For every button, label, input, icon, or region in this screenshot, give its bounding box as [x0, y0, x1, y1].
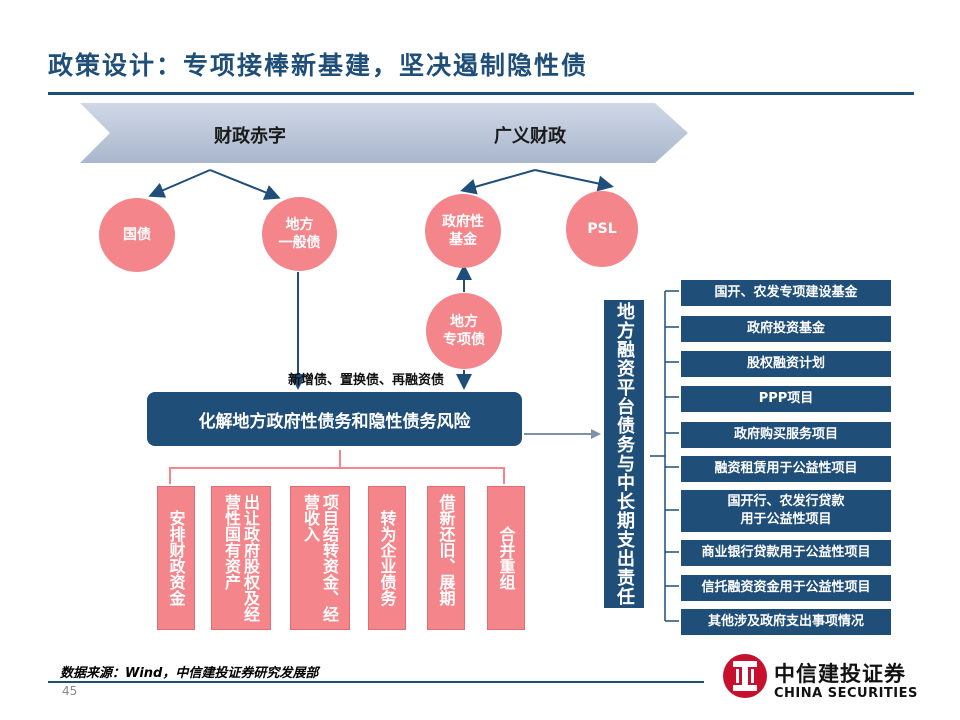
logo-mark [723, 654, 767, 698]
circle-local-general-bond: 地方 一般债 [262, 197, 337, 271]
data-source-note: 数据来源：Wind，中信建投证券研究发展部 [60, 666, 319, 681]
measure-label: 合并重组 [496, 526, 516, 590]
circle-local-special-bond: 地方 专项债 [426, 293, 502, 369]
bond-types-label: 新增债、置换债、再融资债 [288, 373, 445, 388]
debt-item: 股权融资计划 [681, 351, 891, 377]
debt-item: 国开行、农发行贷款 用于公益性项目 [681, 490, 891, 532]
debt-item: 国开、农发专项建设基金 [681, 280, 891, 306]
measure-box: 安排财政资金 [157, 486, 195, 630]
measure-box: 转为企业债务 [368, 486, 406, 630]
debt-item: 商业银行贷款用于公益性项目 [681, 540, 891, 566]
circle-national-bond: 国债 [99, 198, 175, 272]
measure-label: 出让政府股权及经营性国有资产 [222, 494, 260, 622]
debt-item: 融资租赁用于公益性项目 [681, 456, 891, 482]
platform-debt-title: 地方融资平台债务与中长期支出责任 [604, 300, 644, 608]
measure-label: 借新还旧、展期 [436, 494, 456, 606]
debt-item: PPP项目 [681, 386, 891, 412]
logo-text-en: CHINA SECURITIES [774, 686, 918, 701]
debt-item: 信托融资资金用于公益性项目 [681, 575, 891, 601]
debt-item: 政府投资基金 [681, 316, 891, 342]
arrow-label-broad-fiscal: 广义财政 [494, 126, 566, 147]
footer-rule [48, 681, 704, 683]
arrow-shape-left [80, 103, 410, 163]
page-number: 45 [62, 684, 78, 698]
title-underline [48, 92, 914, 95]
measure-box: 项目结转资金、经营收入 [290, 486, 350, 630]
logo-text-cn: 中信建投证券 [774, 662, 906, 686]
measure-label: 项目结转资金、经营收入 [301, 494, 339, 622]
arrow-label-fiscal-deficit: 财政赤字 [214, 126, 286, 147]
circle-psl: PSL [566, 191, 638, 267]
arrow-shape-right [372, 103, 688, 163]
circle-government-fund: 政府性 基金 [425, 194, 501, 268]
main-goal-box: 化解地方政府性债务和隐性债务风险 [147, 392, 522, 446]
debt-item: 政府购买服务项目 [681, 422, 891, 448]
measure-box: 借新还旧、展期 [427, 486, 465, 630]
measure-box: 出让政府股权及经营性国有资产 [211, 486, 271, 630]
measure-label: 安排财政资金 [166, 510, 186, 606]
debt-item: 其他涉及政府支出事项情况 [681, 609, 891, 635]
page-title: 政策设计：专项接棒新基建，坚决遏制隐性债 [48, 51, 589, 80]
measure-label: 转为企业债务 [377, 510, 397, 606]
measure-box: 合并重组 [487, 486, 525, 630]
